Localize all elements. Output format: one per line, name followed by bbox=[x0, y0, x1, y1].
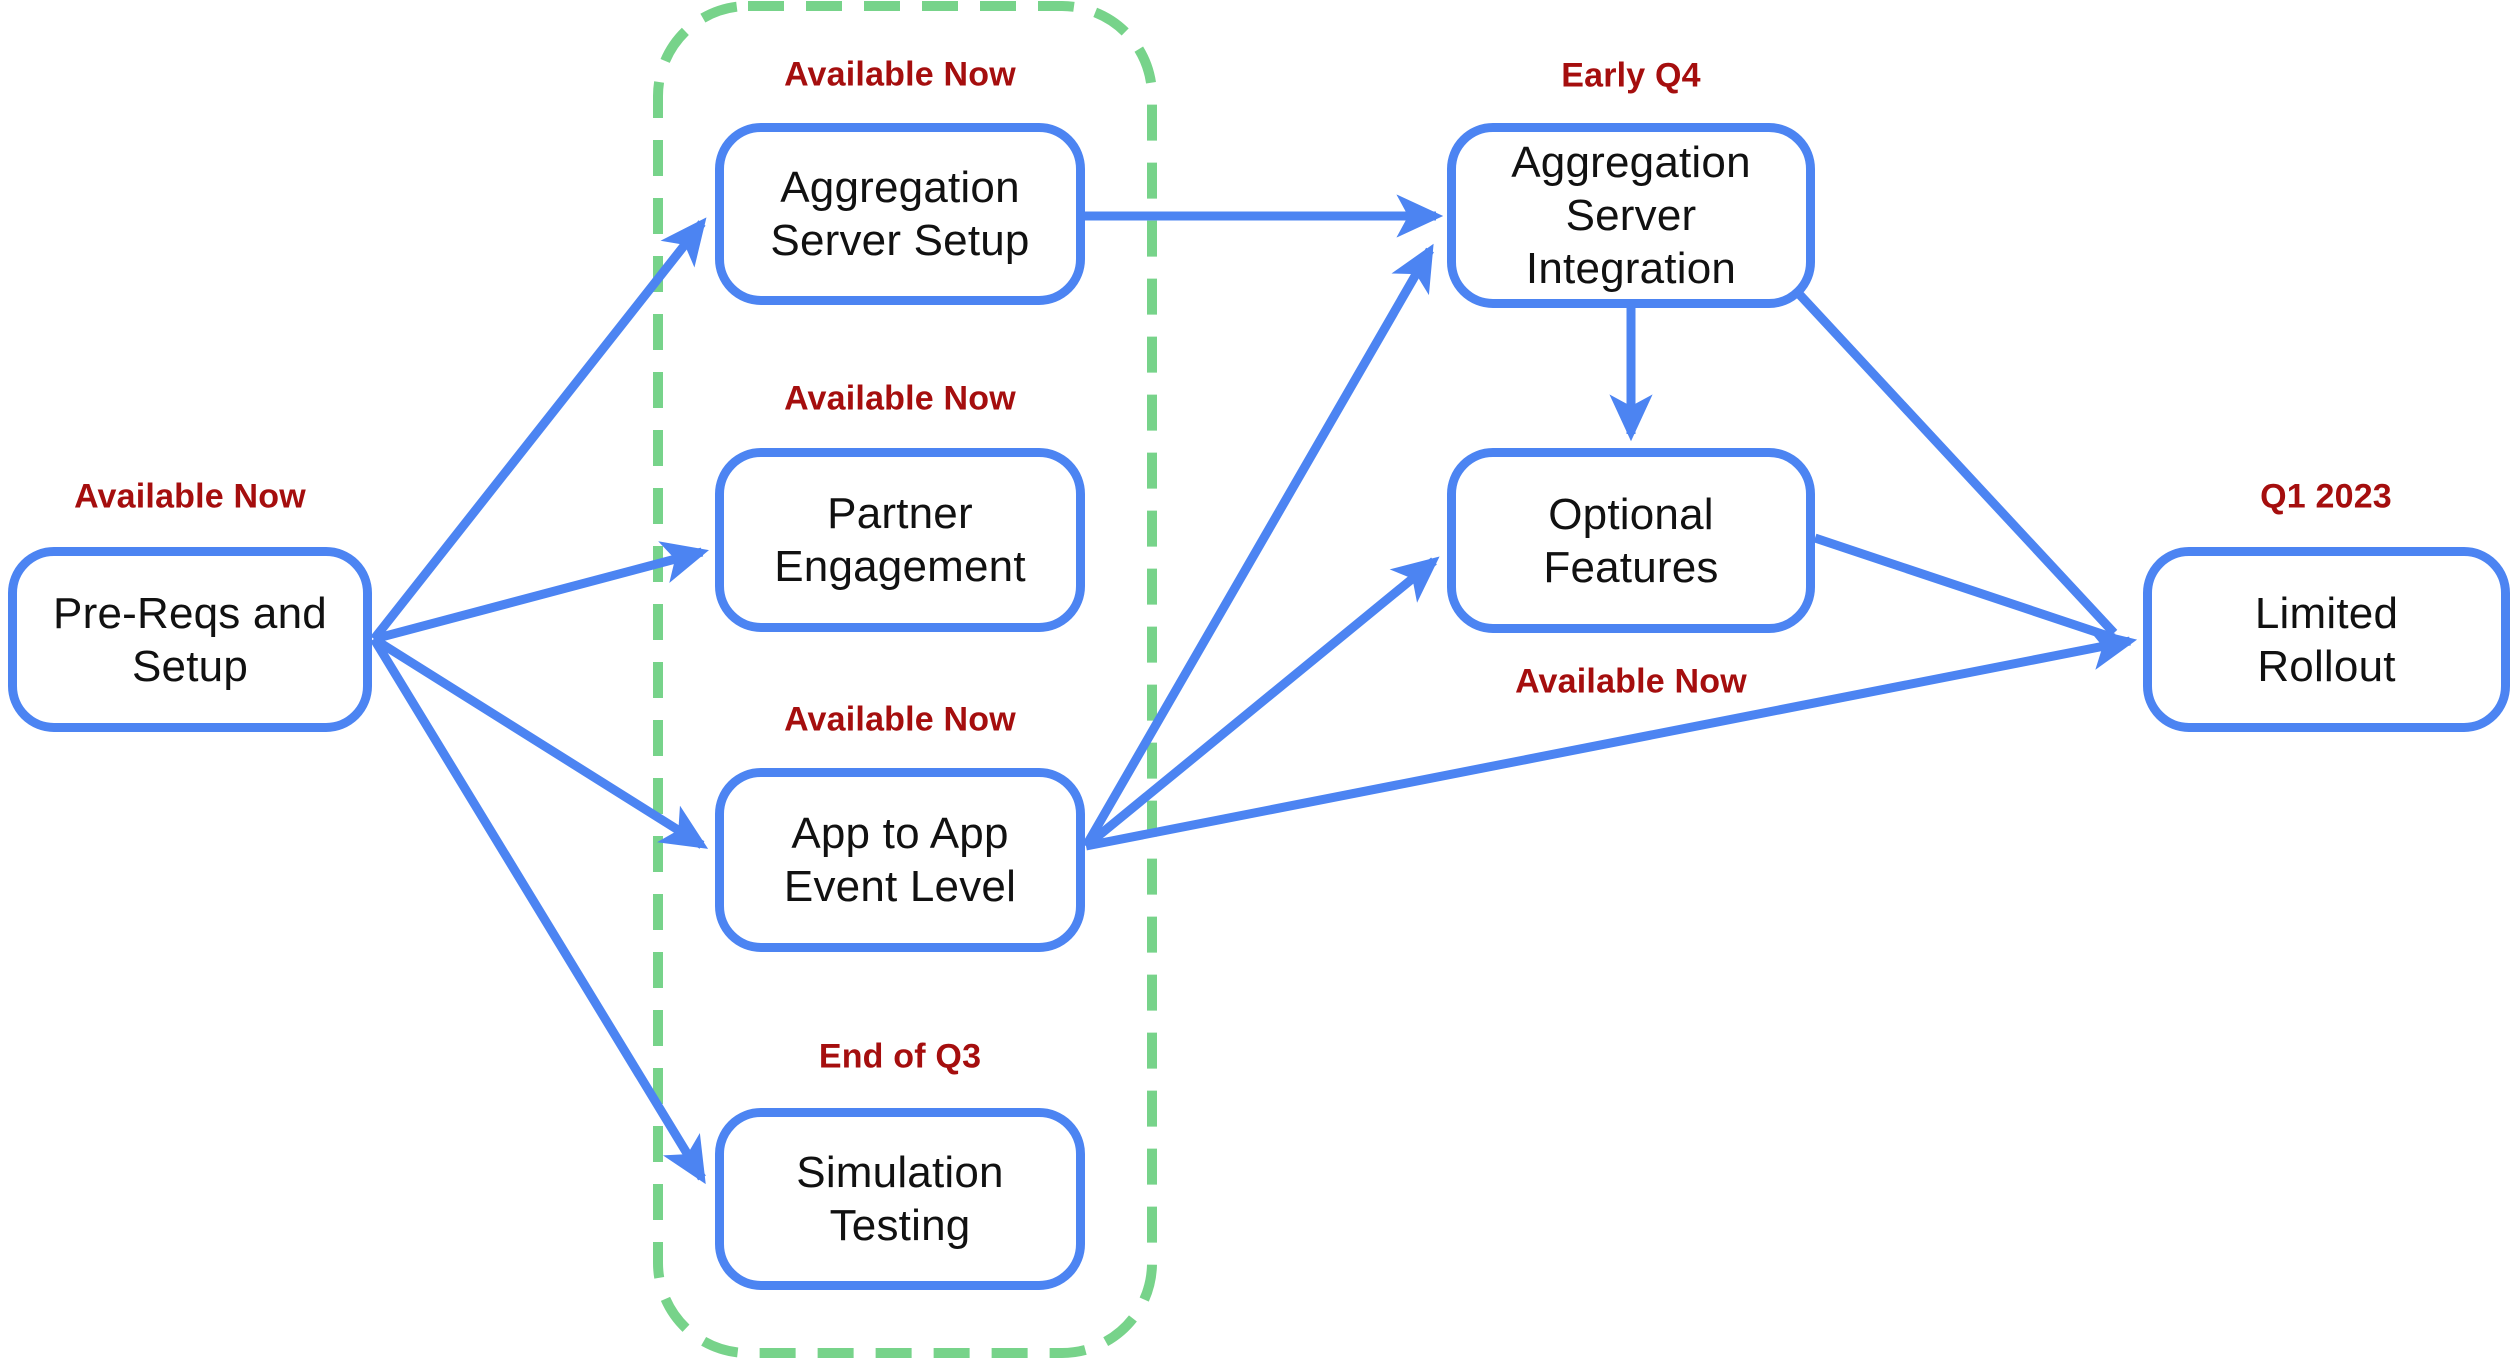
node-label-line: Server bbox=[1565, 191, 1697, 240]
status-label-partner-engagement: Available Now bbox=[784, 379, 1016, 418]
node-label-line: Pre-Reqs and bbox=[53, 588, 327, 638]
node-label-line: Features bbox=[1543, 542, 1719, 592]
node-label-line: Aggregation bbox=[1511, 138, 1751, 187]
node-label-line: Event Level bbox=[783, 862, 1017, 911]
status-label-aggregation-server-integration: Early Q4 bbox=[1561, 56, 1701, 95]
node-label-line: Server Setup bbox=[770, 216, 1030, 265]
node-label-line: Limited bbox=[2254, 588, 2399, 638]
node-label-line: Testing bbox=[829, 1201, 971, 1250]
status-label-aggregation-server-setup: Available Now bbox=[784, 55, 1016, 94]
node-label-line: Integration bbox=[1525, 244, 1737, 293]
edge-app-to-app-event-level--limited-rollout bbox=[1085, 627, 2138, 851]
status-label-limited-rollout: Q1 2023 bbox=[2260, 477, 2392, 516]
status-label-simulation-testing: End of Q3 bbox=[818, 1037, 982, 1076]
edge-pre-reqs-and-setup--partner-engagement bbox=[372, 541, 709, 644]
edge-optional-features--limited-rollout bbox=[1813, 533, 2116, 643]
edge-app-to-app-event-level--aggregation-server-integration bbox=[1082, 243, 1434, 849]
edge-pre-reqs-and-setup--simulation-testing bbox=[370, 636, 706, 1185]
node-label-line: Optional bbox=[1548, 489, 1714, 539]
node-label-line: Rollout bbox=[2257, 641, 2396, 691]
node-label-line: Engagement bbox=[774, 542, 1026, 591]
status-label-optional-features: Available Now bbox=[1515, 662, 1747, 701]
edge-app-to-app-event-level--optional-features bbox=[1083, 556, 1440, 850]
edge-pre-reqs-and-setup--aggregation-server-setup bbox=[370, 217, 707, 642]
status-label-app-to-app-event-level: Available Now bbox=[784, 700, 1016, 739]
node-label-line: Partner bbox=[827, 489, 973, 538]
node-label-line: App to App bbox=[791, 809, 1009, 858]
edge-pre-reqs-and-setup--app-to-app-event-level bbox=[371, 635, 709, 849]
node-label-line: Aggregation bbox=[780, 163, 1020, 212]
node-label-line: Simulation bbox=[796, 1148, 1004, 1197]
node-label-line: Setup bbox=[132, 641, 248, 691]
status-label-pre-reqs-and-setup: Available Now bbox=[74, 477, 306, 516]
edge-aggregation-server-integration--limited-rollout bbox=[1796, 291, 2118, 637]
phase-group-outline bbox=[653, 1, 1157, 1358]
